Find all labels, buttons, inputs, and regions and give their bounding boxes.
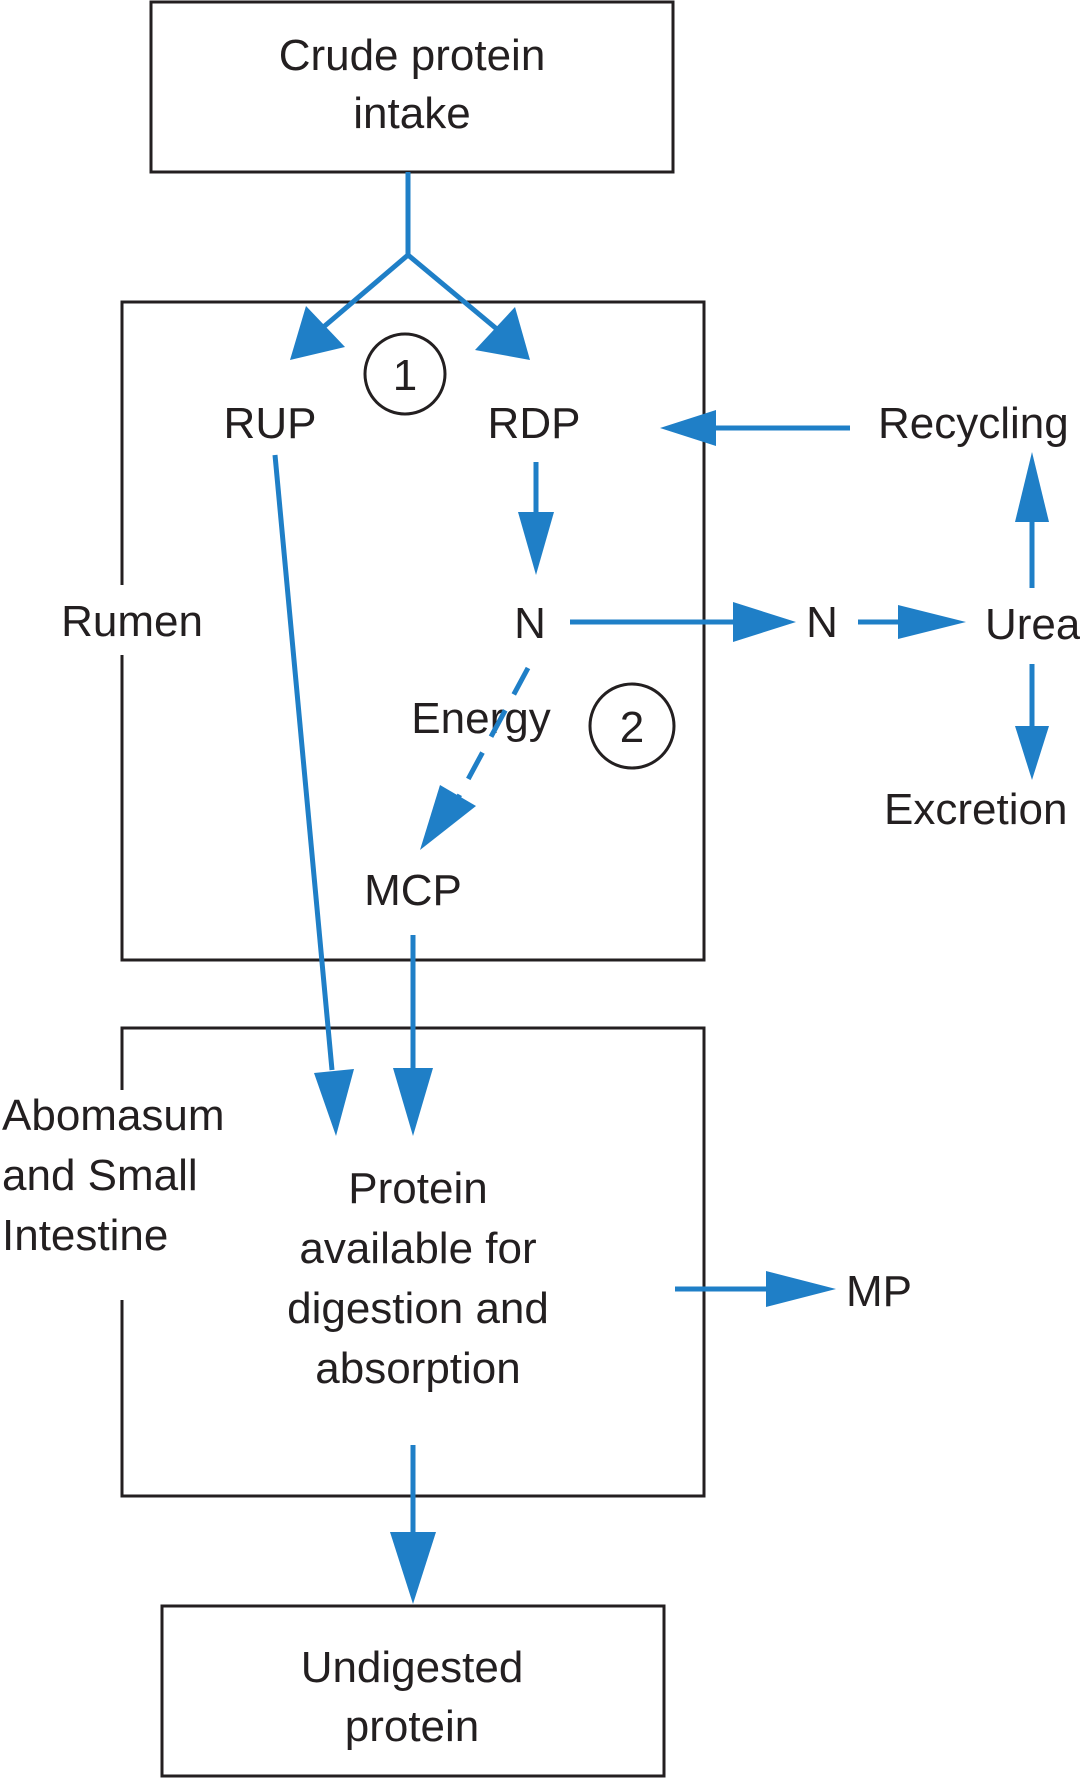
arrowhead-urea — [898, 605, 966, 639]
arrowhead-n-outside — [733, 602, 796, 642]
arrowhead-undigested — [390, 1532, 436, 1604]
intake-label-line1: Crude protein — [279, 31, 546, 80]
n-to-mcp-energy-line — [455, 666, 531, 800]
arrowhead-excretion — [1015, 726, 1049, 780]
undigested-label-line2: protein — [345, 1702, 480, 1751]
protein-available-line1: Protein — [348, 1164, 487, 1213]
arrowhead-n — [518, 512, 554, 575]
arrowhead-recycling — [1015, 452, 1049, 522]
abomasum-label-line1: Abomasum — [2, 1091, 225, 1140]
step-1-number: 1 — [393, 351, 417, 400]
step-2-number: 2 — [620, 703, 644, 752]
mp-label: MP — [846, 1267, 912, 1316]
intake-to-rup-line — [318, 253, 410, 332]
step-2-marker — [588, 682, 676, 770]
recycling-label: Recycling — [878, 399, 1069, 448]
mcp-label: MCP — [364, 866, 462, 915]
intake-label-line2: intake — [353, 89, 470, 138]
n-rumen-label: N — [514, 599, 546, 648]
arrowhead-rup — [290, 306, 345, 360]
excretion-label: Excretion — [884, 785, 1067, 834]
undigested-label-line1: Undigested — [301, 1643, 524, 1692]
intake-to-rdp-line — [406, 253, 500, 332]
undigested-protein-box — [160, 1604, 666, 1778]
rup-to-protein-line — [272, 454, 335, 1071]
rumen-compartment — [120, 300, 706, 962]
arrowhead-mcp — [420, 785, 476, 850]
arrowhead-rdp — [475, 307, 530, 360]
protein-available-line2: available for — [299, 1224, 536, 1273]
protein-available-line3: digestion and — [287, 1284, 549, 1333]
abomasum-label-line2: and Small — [2, 1151, 198, 1200]
arrowhead-mp — [766, 1271, 836, 1307]
rup-label: RUP — [224, 399, 317, 448]
crude-protein-intake-box — [149, 0, 675, 174]
arrowhead-rdp-recycle — [660, 410, 716, 446]
energy-label: Energy — [411, 694, 550, 743]
rdp-label: RDP — [488, 399, 581, 448]
protein-available-line4: absorption — [315, 1344, 520, 1393]
rumen-label: Rumen — [61, 597, 203, 646]
arrowhead-rup-to-protein — [314, 1069, 354, 1136]
arrowhead-mcp-to-protein — [393, 1068, 433, 1136]
step-1-marker — [363, 332, 447, 416]
abomasum-label-line3: Intestine — [2, 1211, 168, 1260]
n-outside-label: N — [806, 598, 838, 647]
urea-label: Urea — [985, 600, 1080, 649]
